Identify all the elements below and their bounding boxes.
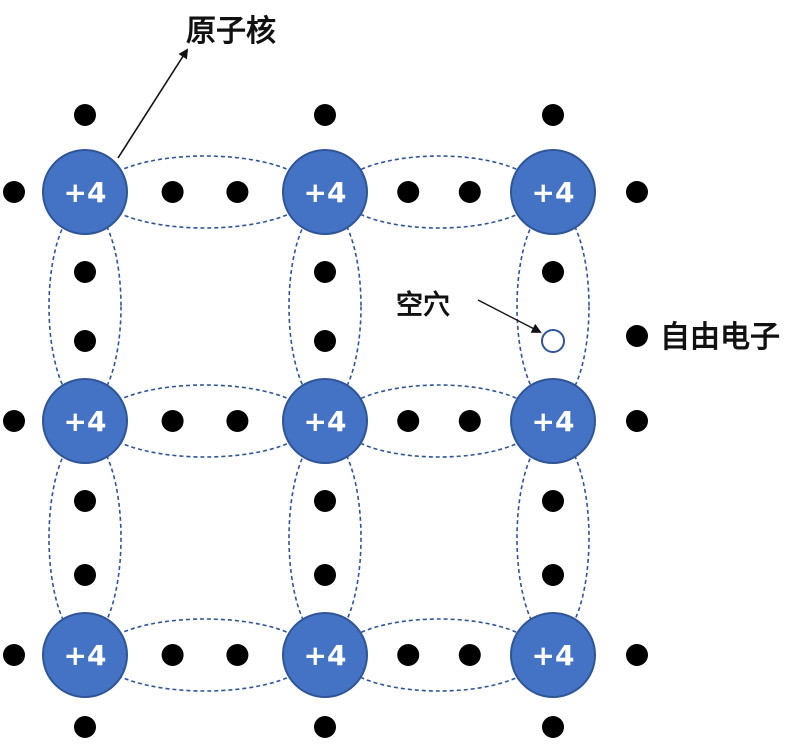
outer-electron-bottom [314, 716, 336, 738]
atom-charge-label: +4 [64, 639, 107, 672]
bond-electron [74, 330, 96, 352]
outer-electron-top [314, 104, 336, 126]
hole-arrow [477, 299, 542, 333]
bond-electron [74, 564, 96, 586]
bond-electron [161, 410, 184, 432]
covalent-bond-h [98, 618, 312, 692]
bond-electron [397, 644, 420, 666]
bond-electron [314, 490, 336, 512]
bond-electron [74, 490, 96, 512]
atom-charge-label: +4 [304, 639, 347, 672]
outer-electron-right [626, 410, 648, 432]
atom-charge-label: +4 [304, 405, 347, 438]
bond-electron [226, 181, 249, 203]
atom-nucleus [510, 378, 596, 464]
covalent-bond-h [338, 618, 540, 692]
outer-electron-right [626, 181, 648, 203]
outer-electron-bottom [542, 716, 564, 738]
outer-electron-right [626, 644, 648, 666]
bond-electron [314, 330, 336, 352]
bond-electron [542, 564, 564, 586]
atom-nucleus [42, 612, 128, 698]
free-electron [626, 325, 648, 347]
hole-marker [541, 329, 565, 353]
atom-charge-label: +4 [532, 176, 575, 209]
bond-electron [397, 410, 420, 432]
atom-nucleus [42, 378, 128, 464]
atom-nucleus [510, 612, 596, 698]
atom-charge-label: +4 [532, 639, 575, 672]
atom-nucleus [282, 149, 368, 235]
outer-electron-left [3, 410, 25, 432]
outer-electron-left [3, 181, 25, 203]
outer-electron-bottom [74, 716, 96, 738]
covalent-bond-v [288, 205, 362, 408]
bond-electron [542, 490, 564, 512]
atom-charge-label: +4 [532, 405, 575, 438]
outer-electron-top [74, 104, 96, 126]
nucleus-arrow [117, 48, 189, 159]
atom-nucleus [282, 378, 368, 464]
outer-electron-top [542, 104, 564, 126]
free-electron-label: 自由电子 [660, 320, 780, 355]
bond-electron [161, 181, 184, 203]
atom-charge-label: +4 [64, 176, 107, 209]
bond-electron [314, 564, 336, 586]
atom-nucleus [510, 149, 596, 235]
hole-label: 空穴 [396, 290, 450, 321]
bond-electron [74, 261, 96, 283]
covalent-bond-h [338, 155, 540, 229]
bond-electron [542, 261, 564, 283]
covalent-bond-h [98, 384, 312, 458]
covalent-bond-v [288, 434, 362, 642]
bond-electron [161, 644, 184, 666]
atom-charge-label: +4 [304, 176, 347, 209]
bond-electron [314, 261, 336, 283]
bond-electron [226, 410, 249, 432]
covalent-bond-v [516, 434, 590, 642]
atoms: +4 +4 +4 +4 +4 +4 +4 +4 +4 [42, 149, 596, 698]
bond-electron [458, 181, 481, 203]
outer-electron-left [3, 644, 25, 666]
atom-nucleus [42, 149, 128, 235]
covalent-bond-h [98, 155, 312, 229]
atom-charge-label: +4 [64, 405, 107, 438]
electrons [3, 104, 648, 738]
atom-nucleus [282, 612, 368, 698]
covalent-bond-v [48, 205, 122, 408]
bond-electron [458, 410, 481, 432]
nucleus-label: 原子核 [186, 14, 276, 49]
pointer-arrows [117, 48, 542, 333]
covalent-bond-v [48, 434, 122, 642]
bond-electron [397, 181, 420, 203]
bond-electron [226, 644, 249, 666]
covalent-bond-h [338, 384, 540, 458]
covalent-bond-v [516, 205, 590, 408]
bond-electron [458, 644, 481, 666]
